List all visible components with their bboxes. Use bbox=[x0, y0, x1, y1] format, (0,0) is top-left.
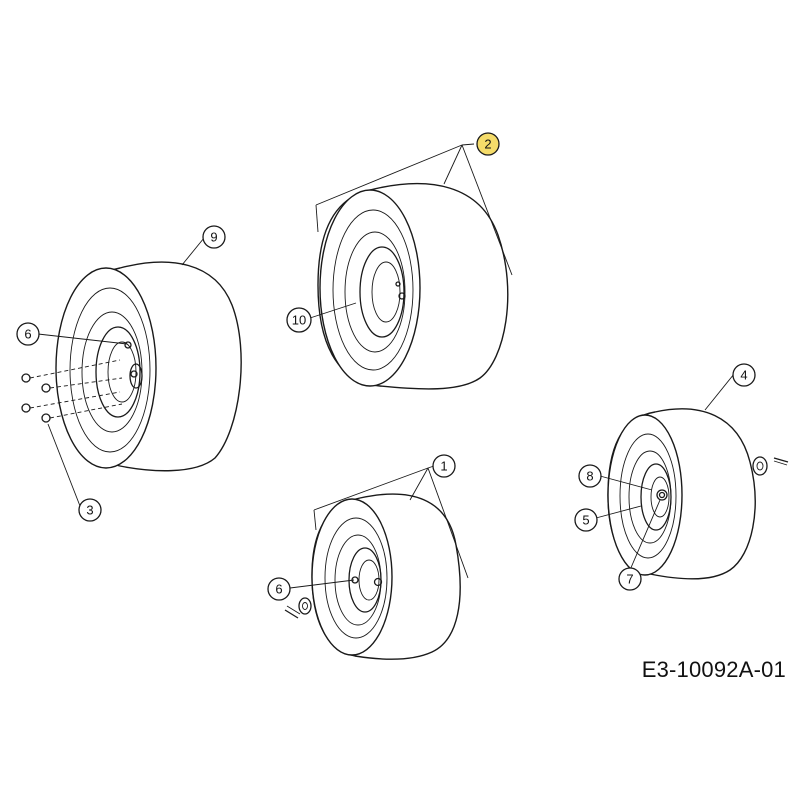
callout-6-bottom: 6 bbox=[267, 577, 291, 601]
callout-8: 8 bbox=[578, 464, 602, 488]
callout-circle bbox=[574, 508, 598, 532]
callout-circle bbox=[267, 577, 291, 601]
callout-circle bbox=[16, 322, 40, 346]
callout-label: 3 bbox=[86, 503, 93, 518]
wheel-9 bbox=[21, 261, 242, 472]
callout-label: 8 bbox=[586, 469, 593, 484]
callout-1: 1 bbox=[432, 454, 456, 478]
callout-3: 3 bbox=[78, 498, 102, 522]
callout-circle bbox=[732, 363, 756, 387]
wheel-4 bbox=[607, 408, 789, 580]
callout-9: 9 bbox=[202, 225, 226, 249]
callout-circle bbox=[432, 454, 456, 478]
callout-label: 10 bbox=[292, 313, 306, 328]
callout-label: 5 bbox=[582, 513, 589, 528]
wheel-1 bbox=[284, 467, 469, 660]
callout-label: 2 bbox=[484, 137, 491, 152]
callout-6-left: 6 bbox=[16, 322, 40, 346]
callout-label: 7 bbox=[626, 572, 633, 587]
callout-circle bbox=[578, 464, 602, 488]
callout-circle bbox=[78, 498, 102, 522]
callout-circle bbox=[202, 225, 226, 249]
callout-circle-highlighted bbox=[476, 132, 500, 156]
callout-circle bbox=[286, 307, 312, 333]
callout-label: 9 bbox=[210, 230, 217, 245]
callout-label: 4 bbox=[740, 368, 747, 383]
callout-5: 5 bbox=[574, 508, 598, 532]
leader-lines bbox=[37, 143, 735, 589]
callout-2: 2 bbox=[476, 132, 500, 156]
callout-label: 1 bbox=[440, 459, 447, 474]
callout-10: 10 bbox=[286, 307, 312, 333]
callout-circle bbox=[618, 567, 642, 591]
wheel-2 bbox=[315, 144, 513, 390]
lug-nuts bbox=[21, 359, 123, 423]
callout-4: 4 bbox=[732, 363, 756, 387]
callout-label: 6 bbox=[24, 327, 31, 342]
callout-label: 6 bbox=[275, 582, 282, 597]
callout-7: 7 bbox=[618, 567, 642, 591]
drawing-code: E3-10092A-01 bbox=[641, 657, 786, 682]
